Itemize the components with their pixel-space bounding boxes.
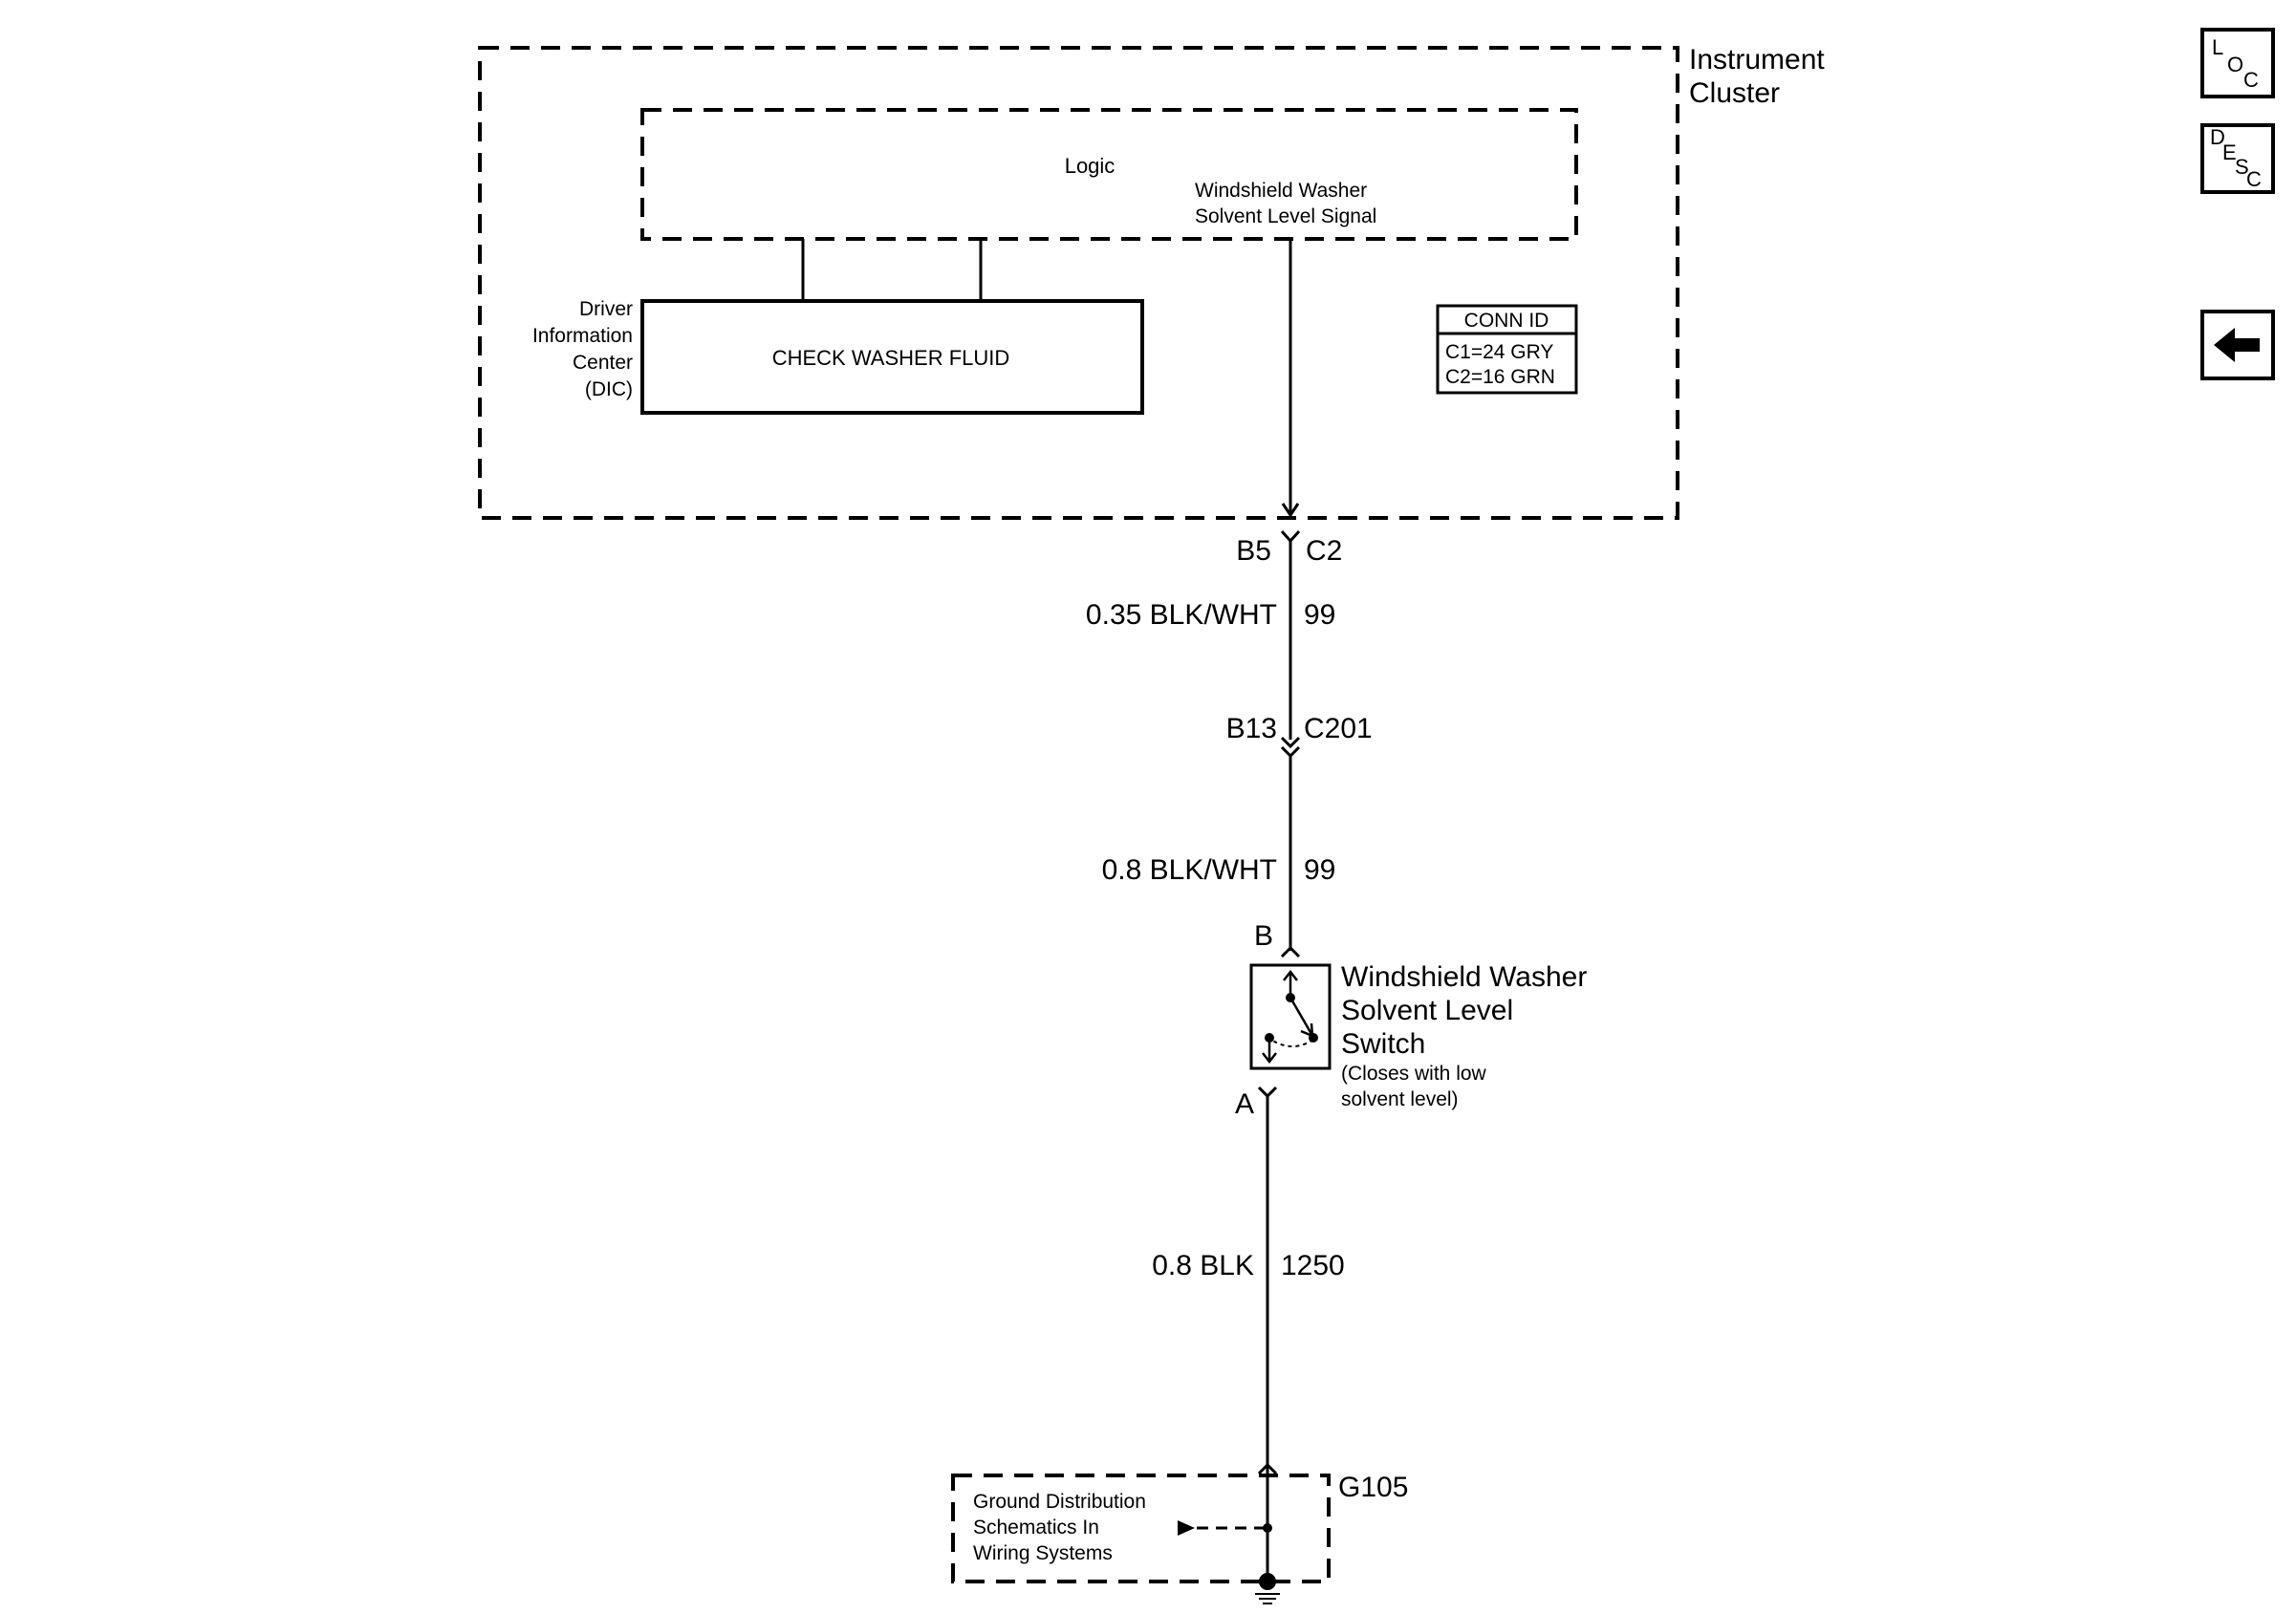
- dic-label-line3: Center: [573, 352, 633, 374]
- ground-ref-line1: Ground Distribution: [973, 1491, 1146, 1513]
- switch-note-line2: solvent level): [1341, 1088, 1459, 1110]
- wire-1-gauge-color: 0.35 BLK/WHT: [1086, 599, 1277, 631]
- dic-label-line2: Information: [532, 325, 633, 347]
- switch-pin-b-label: B: [1254, 920, 1273, 952]
- desc-letter-d: D: [2210, 125, 2225, 149]
- dic-label-line1: Driver: [579, 298, 633, 320]
- switch-pin-b-connector-icon: [1280, 945, 1301, 958]
- switch-label-line2: Solvent Level: [1341, 995, 1513, 1026]
- solvent-level-switch-icon: [1249, 963, 1332, 1070]
- conn-id-row1: C1=24 GRY: [1445, 341, 1553, 363]
- switch-pin-a-label: A: [1235, 1088, 1254, 1120]
- dic-display-box: [640, 299, 1144, 415]
- loc-letter-o: O: [2227, 53, 2243, 76]
- wire-2-gauge-color: 0.8 BLK/WHT: [1102, 854, 1277, 886]
- dic-label-line4: (DIC): [585, 378, 633, 400]
- ground-connector-icon: [1257, 1462, 1278, 1475]
- conn-id-table: CONN ID C1=24 GRY C2=16 GRN: [1436, 304, 1578, 395]
- wire-1-circuit: 99: [1304, 599, 1335, 631]
- instrument-cluster-boundary: [478, 46, 1679, 520]
- desc-letter-c: C: [2246, 167, 2262, 191]
- conn-id-row2: C2=16 GRN: [1445, 366, 1555, 388]
- ground-ref-line2: Schematics In: [973, 1517, 1099, 1539]
- conn-id-header: CONN ID: [1464, 310, 1549, 332]
- ground-reference-arrow-icon: [1178, 1520, 1272, 1536]
- ground-name-label: G105: [1338, 1472, 1408, 1503]
- wire-3-gauge-color: 0.8 BLK: [1152, 1250, 1254, 1281]
- wire-3-circuit: 1250: [1281, 1250, 1345, 1281]
- desc-letter-e: E: [2222, 140, 2237, 164]
- dic-message: CHECK WASHER FLUID: [772, 346, 1010, 370]
- c201-pin-label: B13: [1226, 713, 1277, 744]
- connector-c2-icon: [1280, 529, 1301, 544]
- signal-arrow-icon: [1281, 503, 1300, 518]
- location-button[interactable]: L O C: [2200, 28, 2275, 98]
- desc-letter-s: S: [2235, 155, 2249, 179]
- ground-reference-boundary: [951, 1474, 1331, 1583]
- switch-note-line1: (Closes with low: [1341, 1063, 1487, 1085]
- switch-label-line1: Windshield Washer: [1341, 961, 1587, 993]
- ground-symbol-icon: [1255, 1573, 1280, 1604]
- instrument-cluster-label-line2: Cluster: [1689, 77, 1780, 109]
- back-arrow-icon: [2214, 328, 2260, 362]
- description-button[interactable]: D E S C: [2200, 123, 2275, 194]
- signal-label-line1: Windshield Washer: [1195, 180, 1367, 202]
- c201-name-label: C201: [1304, 713, 1373, 744]
- loc-letter-c: C: [2243, 68, 2259, 92]
- ground-ref-line3: Wiring Systems: [973, 1542, 1113, 1564]
- instrument-cluster-label-line1: Instrument: [1689, 44, 1825, 75]
- switch-label-line3: Switch: [1341, 1028, 1425, 1060]
- back-button[interactable]: [2200, 310, 2275, 380]
- wire-2-circuit: 99: [1304, 854, 1335, 886]
- loc-letter-l: L: [2212, 35, 2223, 59]
- logic-label: Logic: [1065, 154, 1116, 178]
- c2-name-label: C2: [1306, 535, 1342, 567]
- logic-module-boundary: [640, 108, 1578, 241]
- switch-pin-a-connector-icon: [1257, 1086, 1278, 1099]
- c2-pin-label: B5: [1236, 535, 1271, 567]
- signal-label-line2: Solvent Level Signal: [1195, 205, 1376, 227]
- connector-c201-icon: [1280, 736, 1301, 759]
